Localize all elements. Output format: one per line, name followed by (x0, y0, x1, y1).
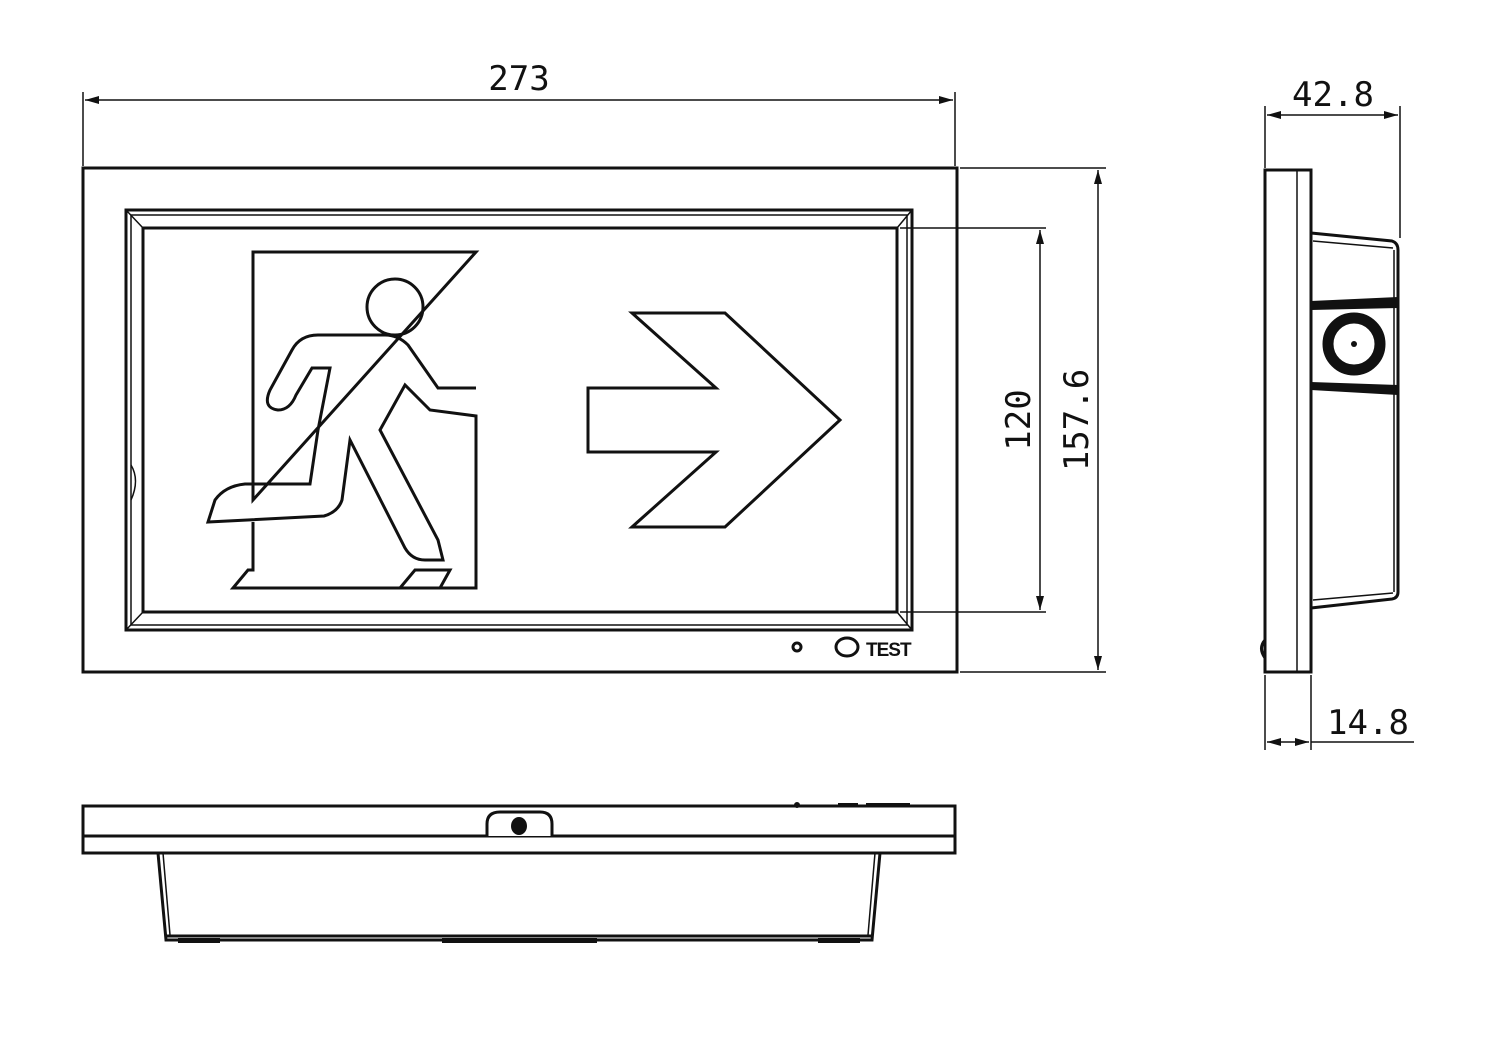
outer-frame (81, 166, 959, 674)
window-frame (124, 208, 914, 632)
bottom-view (81, 802, 957, 943)
window-height-label: 120 (999, 389, 1039, 450)
width-label: 273 (488, 59, 549, 99)
depth-label: 42.8 (1292, 75, 1374, 115)
running-man-icon (205, 250, 480, 590)
side-view (1260, 168, 1400, 674)
screw-icon (511, 817, 527, 835)
dimension-width: 273 (82, 59, 956, 166)
plate-thickness-label: 14.8 (1327, 703, 1409, 743)
dimension-plate-thickness: 14.8 (1264, 675, 1414, 750)
mounting-knob-icon (1322, 312, 1386, 376)
height-label: 157.6 (1057, 369, 1097, 471)
dimension-window-height: 120 (900, 227, 1046, 613)
arrow-right-icon (586, 311, 843, 529)
indicator-led (791, 641, 803, 653)
dimension-depth: 42.8 (1264, 75, 1401, 238)
window-inner (141, 226, 899, 614)
front-view: TEST (81, 166, 959, 674)
test-label: TEST (866, 640, 912, 661)
test-button (834, 636, 860, 658)
dimension-height: 157.6 (960, 167, 1106, 673)
